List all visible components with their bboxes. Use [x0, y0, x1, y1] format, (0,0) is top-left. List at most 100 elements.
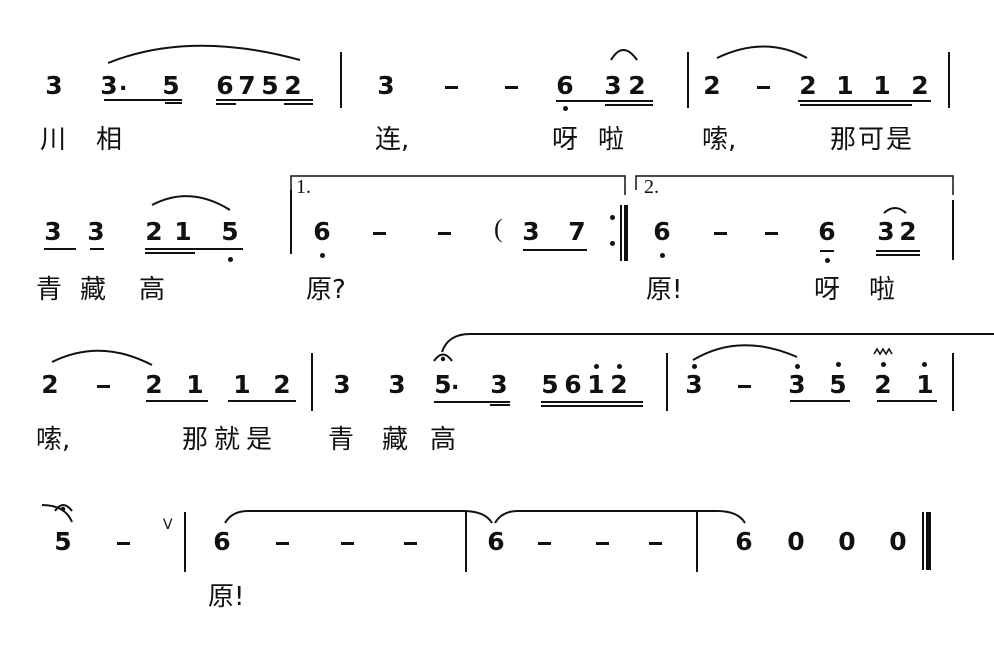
- note: 5: [541, 370, 559, 399]
- dash: [341, 542, 354, 545]
- repeat-barline-thin: [620, 205, 622, 261]
- note: 2: [628, 71, 646, 100]
- note: 3: [333, 370, 351, 399]
- final-barline-thin: [922, 512, 924, 570]
- note: 7: [568, 217, 586, 246]
- underline-beam: [605, 104, 653, 106]
- note: 1: [873, 71, 891, 100]
- lyric: 啦: [598, 125, 625, 155]
- dash: [765, 232, 778, 235]
- barline: [465, 512, 467, 572]
- note: 1: [836, 71, 854, 100]
- dash: [97, 385, 110, 388]
- note: 2: [703, 71, 721, 100]
- note: 1: [916, 370, 934, 399]
- lyric: 那就是: [182, 425, 279, 455]
- lyric: 高: [139, 275, 166, 305]
- note: 3: [685, 370, 703, 399]
- repeat-barline-thick: [624, 205, 628, 261]
- barline: [184, 512, 186, 572]
- dash: [757, 86, 770, 89]
- underline-beam: [876, 254, 920, 256]
- note: 3: [604, 71, 622, 100]
- barline: [666, 353, 668, 411]
- repeat-dot: [610, 241, 615, 246]
- barline: [952, 200, 954, 260]
- note: 2: [273, 370, 291, 399]
- lyric: 青: [328, 425, 355, 455]
- note: 5: [162, 71, 180, 100]
- underline-beam: [800, 104, 912, 106]
- underline-beam: [284, 103, 313, 105]
- note: 5: [829, 370, 847, 399]
- lyric: 嗦,: [36, 425, 71, 455]
- underline-beam: [523, 249, 587, 251]
- note: 5: [54, 527, 72, 556]
- note: 3: [388, 370, 406, 399]
- dash: [505, 86, 518, 89]
- high-octave-dot: [922, 362, 927, 367]
- rest: 0: [838, 527, 856, 556]
- underline-beam: [228, 400, 296, 402]
- note: 1: [587, 370, 605, 399]
- dash: [276, 542, 289, 545]
- barline: [696, 512, 698, 572]
- dash: [404, 542, 417, 545]
- underline-beam: [490, 404, 510, 406]
- note: 5: [221, 217, 239, 246]
- lyric: 原!: [646, 275, 683, 305]
- low-octave-dot: [563, 106, 568, 111]
- barline: [340, 52, 342, 108]
- open-paren: (: [494, 214, 503, 243]
- high-octave-dot: [692, 364, 697, 369]
- lyric: 原?: [306, 275, 346, 305]
- note: 6: [818, 217, 836, 246]
- underline-beam: [146, 400, 208, 402]
- note: 3: [490, 370, 508, 399]
- dash: [596, 542, 609, 545]
- note: 3: [877, 217, 895, 246]
- note: 7: [238, 71, 256, 100]
- lyric: 呀: [814, 275, 841, 305]
- note: 6: [653, 217, 671, 246]
- rest: 0: [889, 527, 907, 556]
- barline: [311, 353, 313, 411]
- note: 3: [100, 71, 118, 100]
- volta-2-label: 2.: [644, 176, 659, 198]
- note: 3: [788, 370, 806, 399]
- lyric: 青: [36, 275, 63, 305]
- note: 2: [899, 217, 917, 246]
- lyric: 藏: [382, 425, 409, 455]
- underline-beam: [145, 248, 243, 250]
- high-octave-dot: [594, 364, 599, 369]
- note: 3: [87, 217, 105, 246]
- high-octave-dot: [617, 364, 622, 369]
- underline-beam: [556, 100, 653, 102]
- underline-beam: [790, 400, 850, 402]
- note: 6: [216, 71, 234, 100]
- note: 2: [145, 370, 163, 399]
- volta-1-label: 1.: [296, 176, 311, 198]
- final-barline-thick: [926, 512, 931, 570]
- lyric: 原!: [208, 582, 245, 612]
- barline: [952, 353, 954, 411]
- lyric: 啦: [869, 275, 896, 305]
- lyric: 那可是: [830, 125, 915, 155]
- lyric: 藏: [80, 275, 107, 305]
- underline-beam: [165, 102, 182, 104]
- lyric: 川: [40, 125, 67, 155]
- note: 3: [44, 217, 62, 246]
- note: 6: [213, 527, 231, 556]
- note: 2: [874, 370, 892, 399]
- note: 3: [377, 71, 395, 100]
- high-octave-dot: [881, 362, 886, 367]
- note: 3: [45, 71, 63, 100]
- lyric: 相: [96, 125, 123, 155]
- low-octave-dot: [660, 253, 665, 258]
- note: 6: [564, 370, 582, 399]
- underline-beam: [876, 250, 920, 252]
- barline: [290, 190, 292, 254]
- note: 5: [434, 370, 452, 399]
- note: 6: [735, 527, 753, 556]
- augmentation-dot: .: [451, 370, 460, 395]
